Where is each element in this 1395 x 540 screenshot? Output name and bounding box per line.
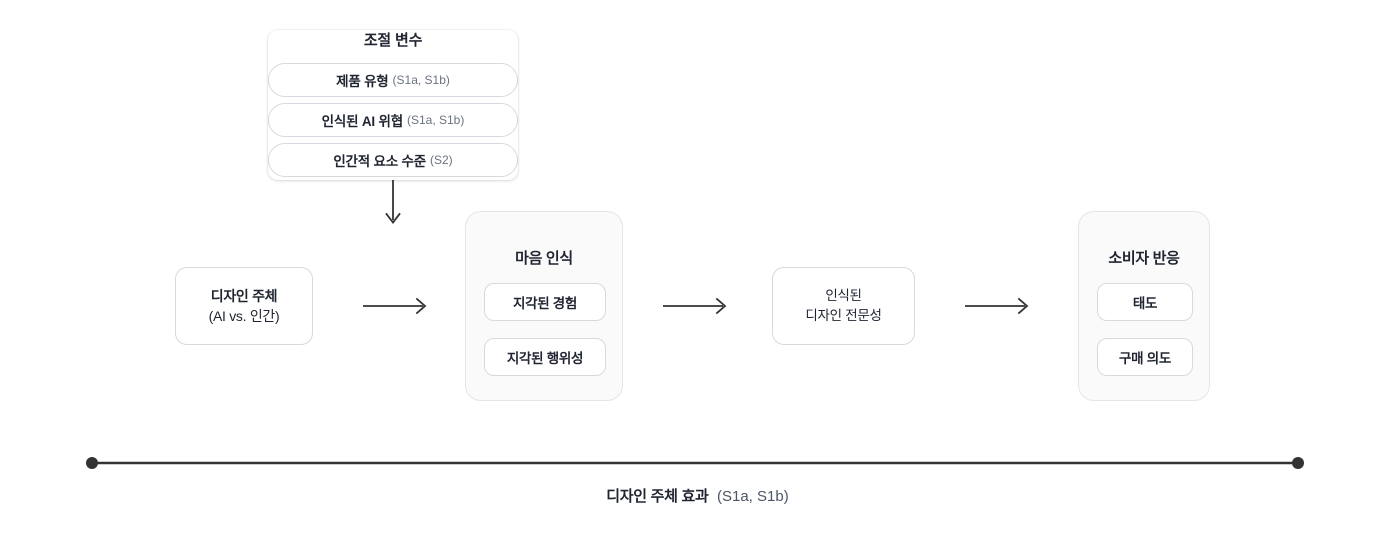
expertise-line1: 인식된: [825, 288, 862, 303]
moderator-item-product-type[interactable]: 제품 유형 (S1a, S1b): [268, 63, 518, 97]
design-agent-box[interactable]: 디자인 주체 (AI vs. 인간): [175, 267, 313, 345]
right-arrow-icon: [965, 297, 1029, 315]
consumer-response-item-purchase-intention[interactable]: 구매 의도: [1097, 338, 1193, 376]
endpoint-dot-icon: [1292, 457, 1304, 469]
design-agent-line1: 디자인 주체: [210, 288, 278, 304]
right-arrow-icon: [363, 297, 427, 315]
moderator-item-label: 인간적 요소 수준: [333, 154, 426, 169]
moderator-item-study-tag: (S2): [429, 153, 453, 167]
endpoint-dot-icon: [86, 457, 98, 469]
right-arrow-icon: [663, 297, 727, 315]
mind-perception-title: 마음 인식: [515, 250, 573, 267]
consumer-response-title: 소비자 반응: [1108, 250, 1180, 267]
expertise-line2: 디자인 전문성: [805, 308, 882, 323]
mind-perception-panel: 마음 인식 지각된 경험 지각된 행위성: [465, 211, 623, 401]
moderator-item-ai-threat[interactable]: 인식된 AI 위협 (S1a, S1b): [268, 103, 518, 137]
moderator-item-label: 인식된 AI 위협: [321, 114, 404, 129]
total-effect-study-tag: (S1a, S1b): [716, 488, 789, 505]
design-agent-line2: (AI vs. 인간): [208, 308, 280, 324]
total-effect-line: [86, 457, 1304, 469]
mind-perception-item-experience[interactable]: 지각된 경험: [484, 283, 606, 321]
down-arrow-icon: [385, 180, 401, 224]
moderator-item-human-touch-level[interactable]: 인간적 요소 수준 (S2): [268, 143, 518, 177]
consumer-response-panel: 소비자 반응 태도 구매 의도: [1078, 211, 1210, 401]
mind-perception-item-agency[interactable]: 지각된 행위성: [484, 338, 606, 376]
moderator-title: 조절 변수: [363, 32, 423, 49]
moderator-item-study-tag: (S1a, S1b): [392, 73, 450, 87]
total-effect-label: 디자인 주체 효과: [606, 488, 709, 505]
total-effect-caption: 디자인 주체 효과 (S1a, S1b): [0, 485, 1395, 506]
perceived-design-expertise-box[interactable]: 인식된 디자인 전문성: [772, 267, 915, 345]
consumer-response-item-attitude[interactable]: 태도: [1097, 283, 1193, 321]
moderator-item-study-tag: (S1a, S1b): [406, 113, 465, 127]
moderator-item-label: 제품 유형: [336, 74, 389, 89]
